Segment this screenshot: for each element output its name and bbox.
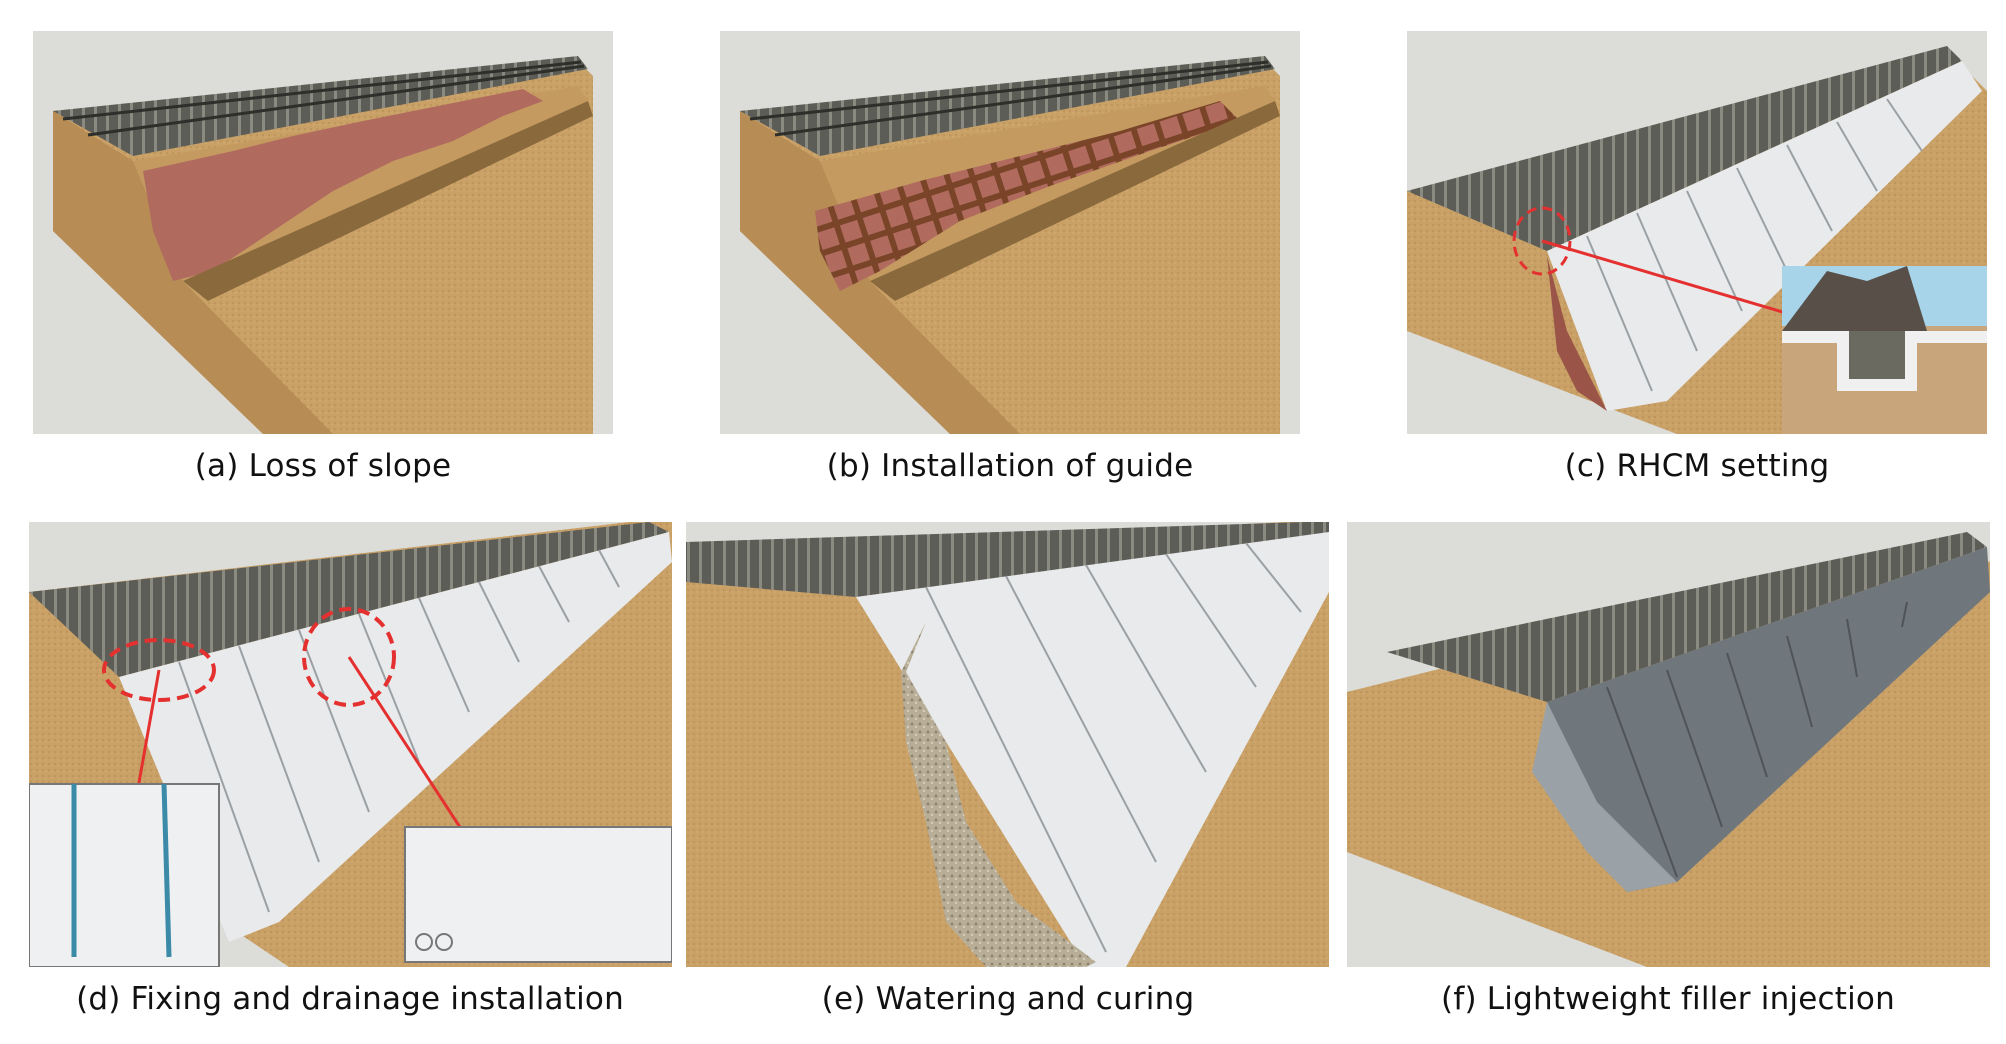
caption-e: (e) Watering and curing [821, 981, 1195, 1017]
panel-c-rhcm-setting [1407, 31, 1987, 434]
railway-track [53, 56, 588, 156]
panel-e-watering-curing [686, 522, 1329, 967]
panel-f-filler-injection [1347, 522, 1990, 967]
caption-f: (f) Lightweight filler injection [1441, 981, 1895, 1017]
guide-lattice [815, 101, 1240, 291]
caption-b: (b) Installation of guide [826, 448, 1194, 484]
loss-area [143, 89, 543, 281]
caption-d: (d) Fixing and drainage installation [76, 981, 624, 1017]
caption-a: (a) Loss of slope [194, 448, 452, 484]
panel-d-fixing-drainage [29, 522, 672, 967]
gravel-fill [901, 622, 1096, 967]
caption-c: (c) RHCM setting [1564, 448, 1830, 484]
rhcm-panels [1547, 61, 1982, 411]
highlight-circle [1512, 206, 1572, 276]
panel-b-installation-of-guide [720, 31, 1300, 434]
filled-panels [1547, 547, 1990, 892]
panel-a-loss-of-slope [33, 31, 613, 434]
